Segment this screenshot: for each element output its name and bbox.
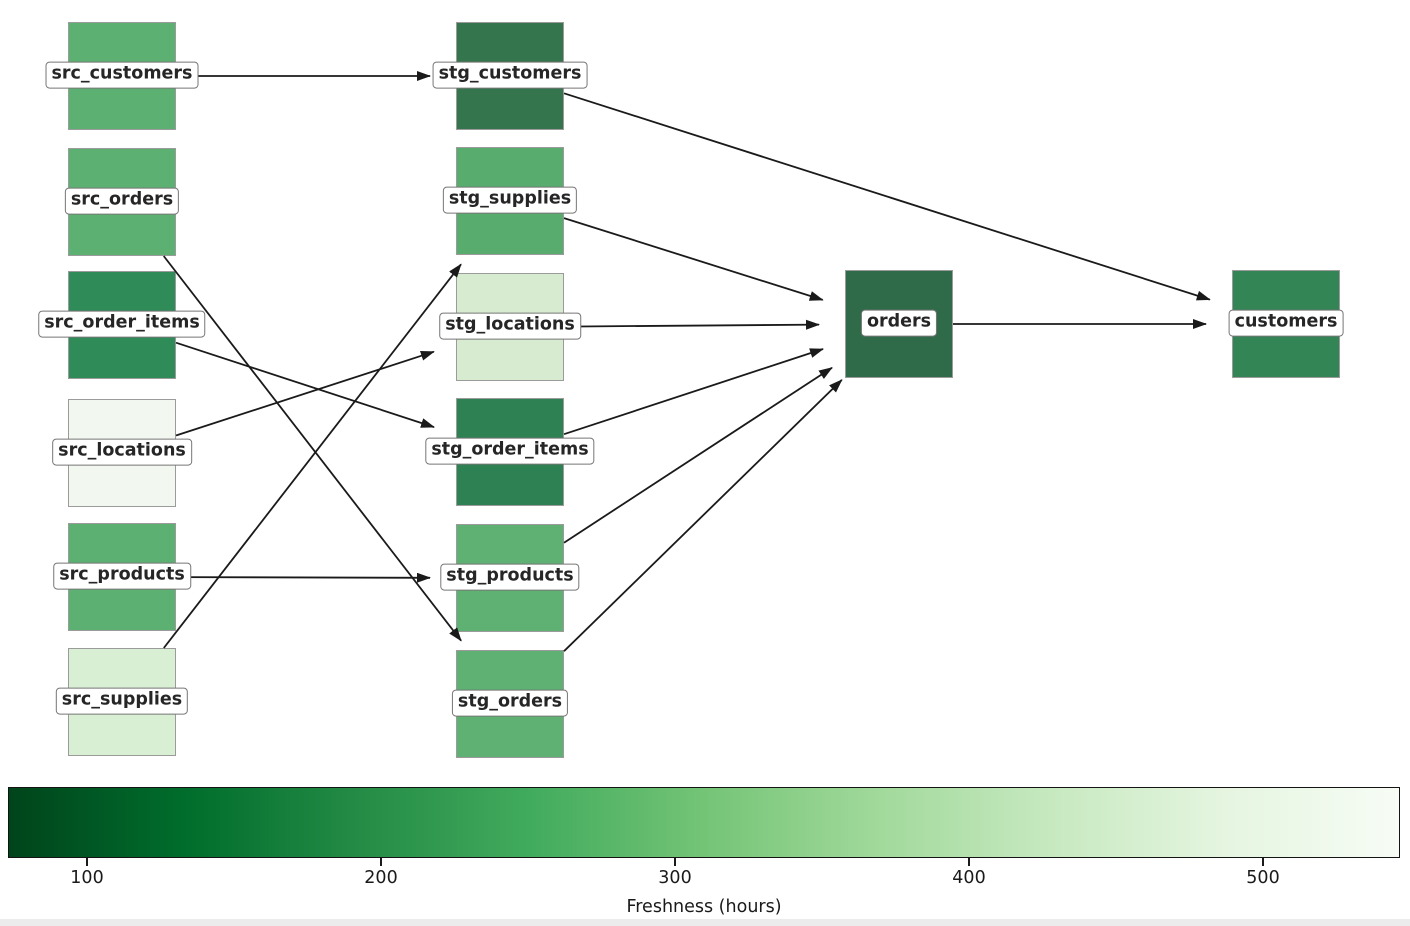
window-bottom-strip [0,919,1410,926]
edge-stg_order_items-to-orders [563,348,824,436]
node-label-stg_supplies: stg_supplies [442,186,578,214]
node-label-stg_products: stg_products [440,563,580,591]
node-label-stg_orders: stg_orders [451,689,569,717]
node-label-src_products: src_products [53,562,191,590]
colorbar-ticklabel-400: 400 [952,868,986,888]
colorbar-ticklabel-200: 200 [364,868,398,888]
node-label-stg_locations: stg_locations [439,312,581,340]
node-label-src_customers: src_customers [45,61,199,89]
colorbar-ticklabel-500: 500 [1246,868,1280,888]
edge-stg_orders-to-orders [563,379,843,652]
edge-src_order_items-to-stg_order_items [175,341,435,428]
node-label-src_orders: src_orders [64,187,180,215]
colorbar-tickmark-400 [968,858,970,866]
colorbar-ticklabel-300: 300 [658,868,692,888]
colorbar-tickmark-300 [674,858,676,866]
edge-src_orders-to-stg_orders [162,255,462,642]
node-label-orders: orders [860,309,938,337]
colorbar-tickmark-200 [380,858,382,866]
node-label-stg_customers: stg_customers [432,61,588,89]
edge-stg_locations-to-orders [563,319,820,330]
edge-src_locations-to-stg_locations [175,350,435,437]
edge-src_products-to-stg_products [175,572,431,583]
edge-stg_supplies-to-orders [563,217,824,301]
node-label-stg_order_items: stg_order_items [425,437,595,465]
colorbar-axis-label: Freshness (hours) [626,897,782,917]
node-label-src_locations: src_locations [52,438,192,466]
node-label-src_order_items: src_order_items [38,310,206,338]
colorbar-tickmark-100 [86,858,88,866]
edge-stg_customers-to-customers [563,92,1211,301]
colorbar-ticklabel-100: 100 [70,868,104,888]
edge-src_supplies-to-stg_supplies [163,263,462,649]
freshness-colorbar [8,787,1400,858]
node-label-src_supplies: src_supplies [55,687,189,715]
colorbar-tickmark-500 [1262,858,1264,866]
node-label-customers: customers [1228,309,1344,337]
edge-stg_products-to-orders [563,366,833,544]
